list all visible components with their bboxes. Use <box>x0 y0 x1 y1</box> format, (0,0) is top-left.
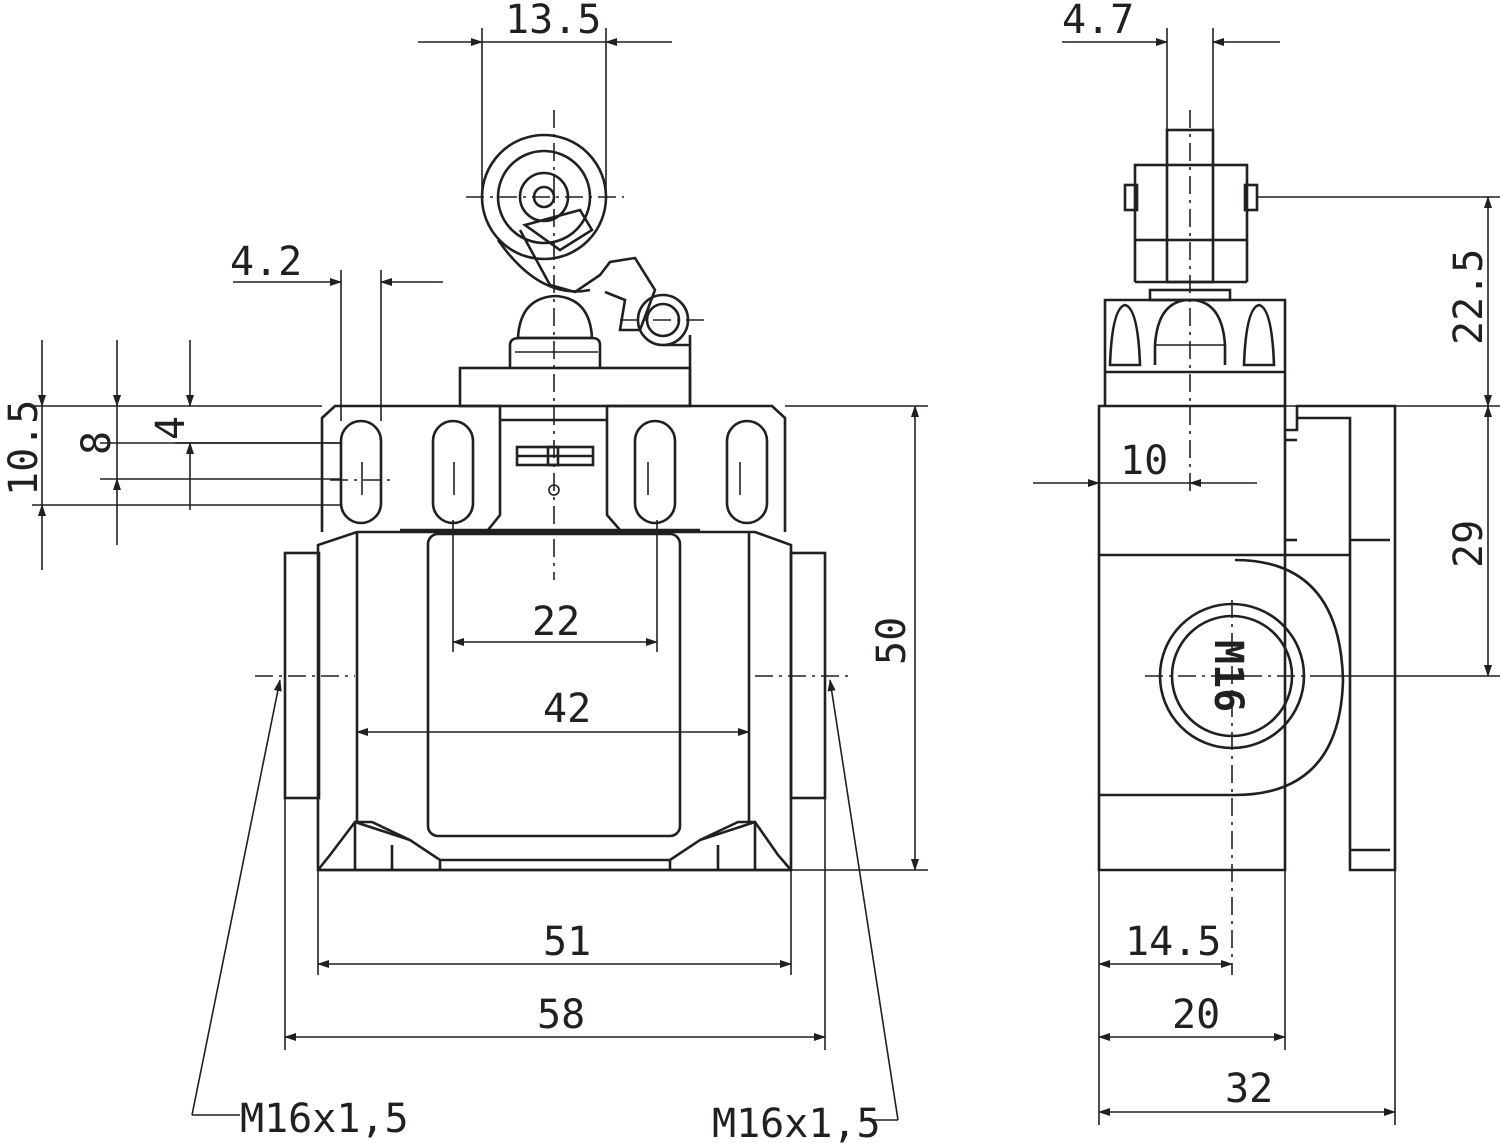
slot-2 <box>431 419 475 525</box>
dim-body-depth: 20 <box>1172 992 1220 1038</box>
port-boss <box>1234 558 1345 797</box>
dim-slot-width: 4.2 <box>230 239 302 285</box>
dim-slot-offset: 4 <box>148 416 194 440</box>
dim-overall-depth: 32 <box>1225 1066 1273 1112</box>
cover-panel <box>426 532 682 838</box>
dim-port-height: 29 <box>1446 520 1492 568</box>
slot-1 <box>339 419 383 525</box>
slot-3 <box>633 419 677 525</box>
actuator-base <box>458 366 692 408</box>
dim-slot-total: 10.5 <box>1 400 47 496</box>
side-body-outline <box>1097 553 1287 872</box>
dim-head-offset: 10 <box>1120 438 1168 484</box>
dim-slot-pitch: 8 <box>74 431 120 455</box>
dim-inner-spacing: 22 <box>532 599 580 645</box>
dim-body-width: 51 <box>543 919 591 965</box>
dim-port-offset: 14.5 <box>1125 919 1221 965</box>
dim-roller-width: 13.5 <box>505 0 601 43</box>
dim-roller-thickness: 4.7 <box>1062 0 1134 43</box>
slot-4 <box>725 419 769 525</box>
dim-roller-height: 22.5 <box>1446 249 1492 345</box>
front-view: 13.5 4.2 10.5 8 4 22 42 <box>1 0 928 1143</box>
dim-outer-spacing: 42 <box>543 686 591 732</box>
dim-overall-width: 58 <box>537 992 585 1038</box>
side-view: M16 4.7 22.5 29 <box>1033 0 1500 1125</box>
thread-label-left: M16x1,5 <box>240 1096 409 1142</box>
thread-label-right: M16x1,5 <box>712 1101 881 1143</box>
dim-body-height: 50 <box>869 617 915 665</box>
